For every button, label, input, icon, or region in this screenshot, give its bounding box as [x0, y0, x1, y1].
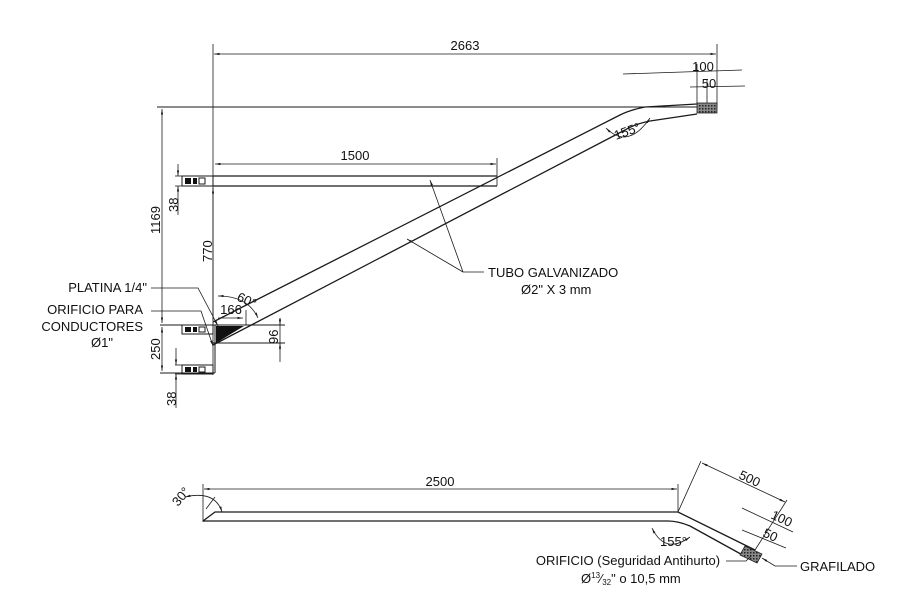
leader-orificio-bottom [726, 555, 752, 562]
label-tubo-2: Ø2" X 3 mm [521, 282, 591, 297]
dim-50-top: 50 [702, 76, 716, 91]
dimension-line-100 [622, 69, 743, 75]
angle-arc-60 [217, 294, 259, 319]
label-tubo-1: TUBO GALVANIZADO [488, 265, 618, 280]
dim-500: 500 [737, 467, 763, 490]
dim-100-bottom: 100 [769, 507, 795, 530]
leader-grafilado [761, 557, 797, 567]
angle-arc-155-bottom [651, 527, 691, 545]
label-grafilado: GRAFILADO [800, 559, 875, 574]
upper-bracket [175, 164, 214, 215]
angle-30: 30° [169, 484, 193, 509]
dim-770: 770 [200, 240, 215, 262]
angle-155-bottom: 155° [660, 534, 687, 549]
grafilado-end-bottom [739, 545, 763, 564]
grafilado-end-top [696, 102, 718, 114]
dim-38-lower: 38 [164, 392, 179, 406]
label-platina: PLATINA 1/4" [68, 280, 147, 295]
leader-orificio [151, 310, 214, 347]
dim-2500: 2500 [426, 474, 455, 489]
dim-166: 166 [220, 302, 242, 317]
bottom-tube-upper-edge [202, 511, 756, 551]
leader-platina [151, 287, 219, 327]
dim-50-bottom: 50 [761, 525, 780, 545]
diagonal-tube-upper-edge [212, 103, 698, 323]
leader-tubo-1 [429, 179, 484, 273]
label-orificio-1: ORIFICIO PARA [47, 302, 143, 317]
angle-guide [205, 496, 216, 510]
dim-38-upper: 38 [166, 198, 181, 212]
dim-100-top: 100 [692, 59, 714, 74]
bottom-tube-lower-edge [203, 520, 749, 559]
lower-bracket [174, 348, 214, 408]
dim-250: 250 [148, 338, 163, 360]
label-orificio-3: Ø1" [91, 335, 113, 350]
bottom-view: 2500 30° 155° 500 100 50 ORIFICIO (Segur… [169, 460, 875, 587]
platina-plate [216, 326, 244, 343]
label-orificio-2: CONDUCTORES [41, 319, 143, 334]
angle-arc-155-top [605, 117, 651, 138]
dim-96: 96 [266, 330, 281, 344]
dim-1500: 1500 [341, 148, 370, 163]
dimension-line-100-bottom [741, 507, 794, 533]
dim-2663: 2663 [451, 38, 480, 53]
extension-line [754, 499, 788, 551]
mid-bracket [181, 324, 214, 335]
angle-arc-30 [184, 494, 223, 513]
label-orificio-bottom-1: ORIFICIO (Seguridad Antihurto) [536, 553, 720, 568]
diagonal-tube-lower-edge [212, 113, 698, 346]
dimension-line-500 [701, 462, 786, 503]
leader-tubo-2 [406, 238, 464, 273]
label-orificio-bottom-2: Ø13⁄32" o 10,5 mm [581, 571, 681, 587]
top-view: 2663 100 50 155° 1500 [41, 38, 746, 408]
angle-155-top: 155° [612, 120, 642, 143]
extension-line [677, 460, 702, 513]
dim-1169: 1169 [148, 206, 163, 234]
dimension-line-50-bottom [741, 529, 787, 549]
dimension-line-50 [689, 85, 746, 88]
